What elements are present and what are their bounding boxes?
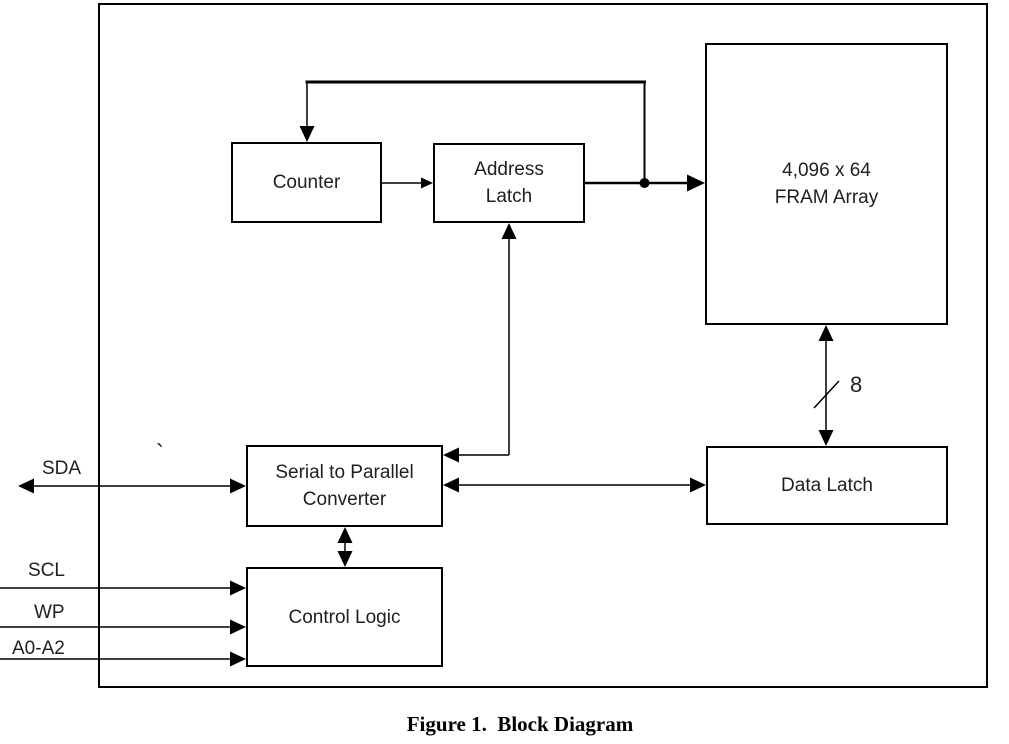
figure-caption: Figure 1. Block Diagram xyxy=(406,712,634,736)
block-counter-label: Counter xyxy=(272,172,341,193)
bus-width-slash xyxy=(813,380,840,409)
block-serial-to-parallel-converter: Serial to Parallel Converter xyxy=(246,445,443,527)
block-address-latch: Address Latch xyxy=(433,143,585,223)
signal-label-sda: SDA xyxy=(42,458,82,479)
block-address-latch-label-line1: Address xyxy=(474,159,544,180)
block-data-latch-label: Data Latch xyxy=(781,475,873,496)
arrow-counter-to-address-latch xyxy=(382,177,433,189)
arrow-a0-a2 xyxy=(0,651,246,667)
bus-fram-data-latch xyxy=(813,325,840,446)
block-counter: Counter xyxy=(231,142,382,223)
block-fram-array-label-line2: FRAM Array xyxy=(774,187,879,208)
signal-label-scl: SCL xyxy=(28,560,65,581)
block-control-logic-label: Control Logic xyxy=(288,606,401,628)
block-fram-array: 4,096 x 64 FRAM Array xyxy=(705,43,948,325)
stray-tick-mark: ` xyxy=(156,440,164,467)
bus-width-label: 8 xyxy=(850,372,863,397)
arrow-sda xyxy=(18,478,246,494)
signal-label-a0-a2: A0-A2 xyxy=(12,638,65,659)
block-serial-to-parallel-label-line1: Serial to Parallel xyxy=(275,462,414,483)
block-address-latch-label-line2: Latch xyxy=(485,186,533,207)
arrow-wp xyxy=(0,619,246,635)
arrow-scl xyxy=(0,580,246,596)
arrow-serial-parallel-address-latch xyxy=(443,223,517,463)
block-control-logic: Control Logic xyxy=(246,567,443,667)
block-serial-to-parallel-label-line2: Converter xyxy=(302,489,387,510)
signal-label-wp: WP xyxy=(34,602,65,623)
arrow-serial-parallel-control-logic xyxy=(337,527,353,567)
block-data-latch: Data Latch xyxy=(706,446,948,525)
arrow-serial-parallel-data-latch xyxy=(443,477,706,493)
diagram-outer-border xyxy=(98,3,988,688)
block-fram-array-label-line1: 4,096 x 64 xyxy=(782,160,871,181)
feedback-loop-to-counter xyxy=(299,80,646,183)
